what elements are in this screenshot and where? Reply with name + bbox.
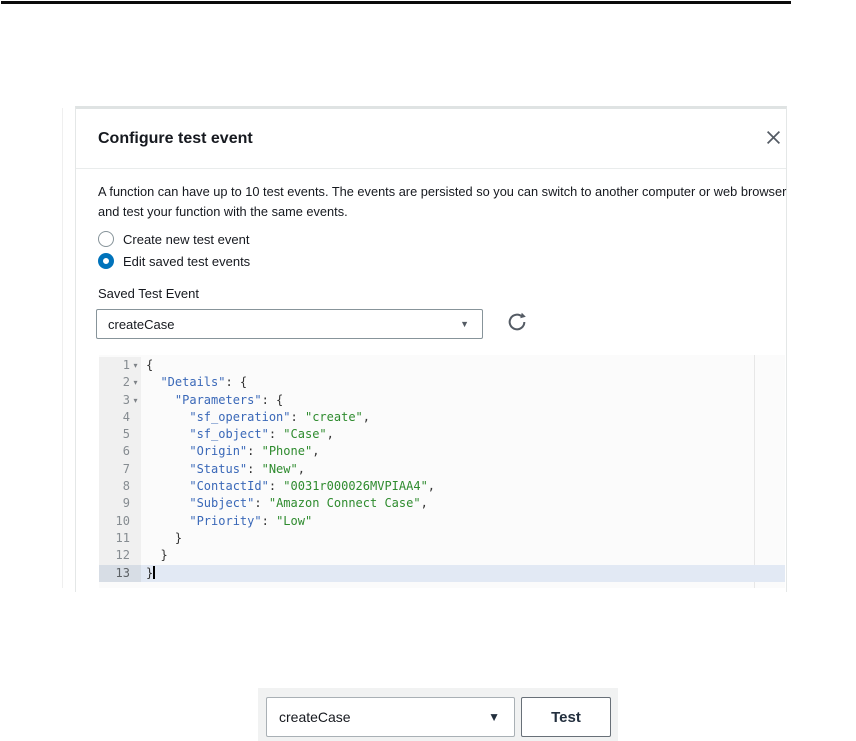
editor-line[interactable]: 1▾ { (99, 357, 785, 375)
editor-line[interactable]: 6 "Origin": "Phone", (99, 443, 785, 461)
editor-line[interactable]: 11 } (99, 529, 785, 548)
json-event-editor[interactable]: 1▾{2▾ "Details": {3▾ "Parameters": {4 "s… (99, 355, 785, 588)
json-editor-lines: 1▾{2▾ "Details": {3▾ "Parameters": {4 "s… (99, 357, 785, 582)
fold-arrow-icon[interactable]: ▾ (133, 378, 138, 388)
radio-create-new-test-event[interactable]: Create new test event (98, 231, 249, 247)
editor-line[interactable]: 8 "ContactId": "0031r000026MVPIAA4", (99, 478, 785, 496)
test-event-select[interactable]: createCase ▼ (266, 697, 515, 737)
editor-code-cell[interactable]: } (146, 548, 168, 563)
editor-gutter-cell: 5 (99, 426, 141, 444)
editor-code-cell[interactable]: "Parameters": { (174, 392, 284, 407)
print-margin-line (754, 355, 755, 588)
editor-gutter-cell: 3▾ (99, 391, 141, 409)
radio-selected-icon[interactable] (98, 253, 114, 269)
top-rule (1, 1, 791, 4)
close-button[interactable] (762, 128, 784, 150)
editor-gutter-cell: 1▾ (99, 357, 141, 375)
dialog-description: A function can have up to 10 test events… (98, 182, 786, 222)
refresh-icon (506, 311, 528, 336)
editor-line[interactable]: 4 "sf_operation": "create", (99, 408, 785, 427)
refresh-button[interactable] (504, 310, 530, 336)
editor-gutter-cell: 4 (99, 408, 141, 427)
editor-line[interactable]: 7 "Status": "New", (99, 460, 785, 479)
fold-arrow-icon[interactable]: ▾ (133, 395, 138, 405)
radio-unselected-icon[interactable] (98, 231, 114, 247)
radio-edit-saved-test-events[interactable]: Edit saved test events (98, 253, 250, 269)
radio-label: Create new test event (123, 231, 250, 247)
editor-line[interactable]: 9 "Subject": "Amazon Connect Case", (99, 495, 785, 513)
editor-line[interactable]: 5 "sf_object": "Case", (99, 426, 785, 444)
dialog-header: Configure test event (76, 109, 786, 169)
editor-gutter-cell: 11 (99, 529, 141, 548)
radio-label: Edit saved test events (123, 253, 251, 269)
dropdown-arrow-icon: ▼ (488, 710, 500, 724)
editor-line[interactable]: 10 "Priority": "Low" (99, 512, 785, 530)
dropdown-arrow-icon: ▼ (460, 318, 469, 329)
editor-code-cell[interactable]: "ContactId": "0031r000026MVPIAA4", (189, 479, 436, 494)
text-cursor (153, 565, 156, 579)
editor-gutter-cell: 2▾ (99, 374, 141, 392)
dialog-description-line: A function can have up to 10 test events… (98, 184, 787, 199)
dialog-title: Configure test event (98, 129, 253, 147)
editor-gutter-cell: 13 (99, 564, 141, 582)
close-icon (766, 130, 781, 148)
editor-line[interactable]: 12 } (99, 547, 785, 565)
editor-line[interactable]: 3▾ "Parameters": { (99, 391, 785, 409)
test-event-select-value: createCase (279, 709, 351, 725)
editor-code-cell[interactable]: "Details": { (160, 375, 248, 390)
configure-test-event-dialog: Configure test event A function can have… (75, 106, 787, 592)
editor-code-cell[interactable]: "sf_operation": "create", (189, 409, 370, 424)
fold-arrow-icon[interactable]: ▾ (133, 361, 138, 370)
editor-code-cell[interactable]: "sf_object": "Case", (189, 427, 334, 442)
editor-code-cell[interactable]: } (146, 530, 183, 545)
editor-line[interactable]: 13} (99, 564, 785, 582)
dialog-description-line: and test your function with the same eve… (98, 204, 348, 219)
test-event-toolbar: createCase ▼ Test (258, 688, 618, 741)
editor-gutter-cell: 6 (99, 443, 141, 461)
editor-code-cell[interactable]: "Origin": "Phone", (189, 444, 320, 459)
editor-gutter-cell: 9 (99, 495, 141, 513)
editor-code-cell[interactable]: { (146, 358, 154, 372)
page-edge-line (62, 108, 63, 588)
saved-test-event-select[interactable]: createCase ▼ (96, 309, 483, 339)
editor-code-cell[interactable]: "Subject": "Amazon Connect Case", (189, 496, 428, 511)
editor-gutter-cell: 8 (99, 478, 141, 496)
editor-code-cell[interactable]: "Status": "New", (189, 461, 305, 476)
editor-gutter-cell: 10 (99, 512, 141, 530)
editor-line[interactable]: 2▾ "Details": { (99, 374, 785, 392)
test-button[interactable]: Test (521, 697, 611, 737)
editor-gutter-cell: 12 (99, 547, 141, 565)
editor-code-cell[interactable]: "Priority": "Low" (189, 513, 313, 528)
editor-gutter-cell: 7 (99, 460, 141, 479)
editor-code-cell[interactable]: } (146, 565, 156, 580)
saved-test-event-value: createCase (108, 316, 175, 332)
saved-test-event-label: Saved Test Event (98, 286, 199, 301)
